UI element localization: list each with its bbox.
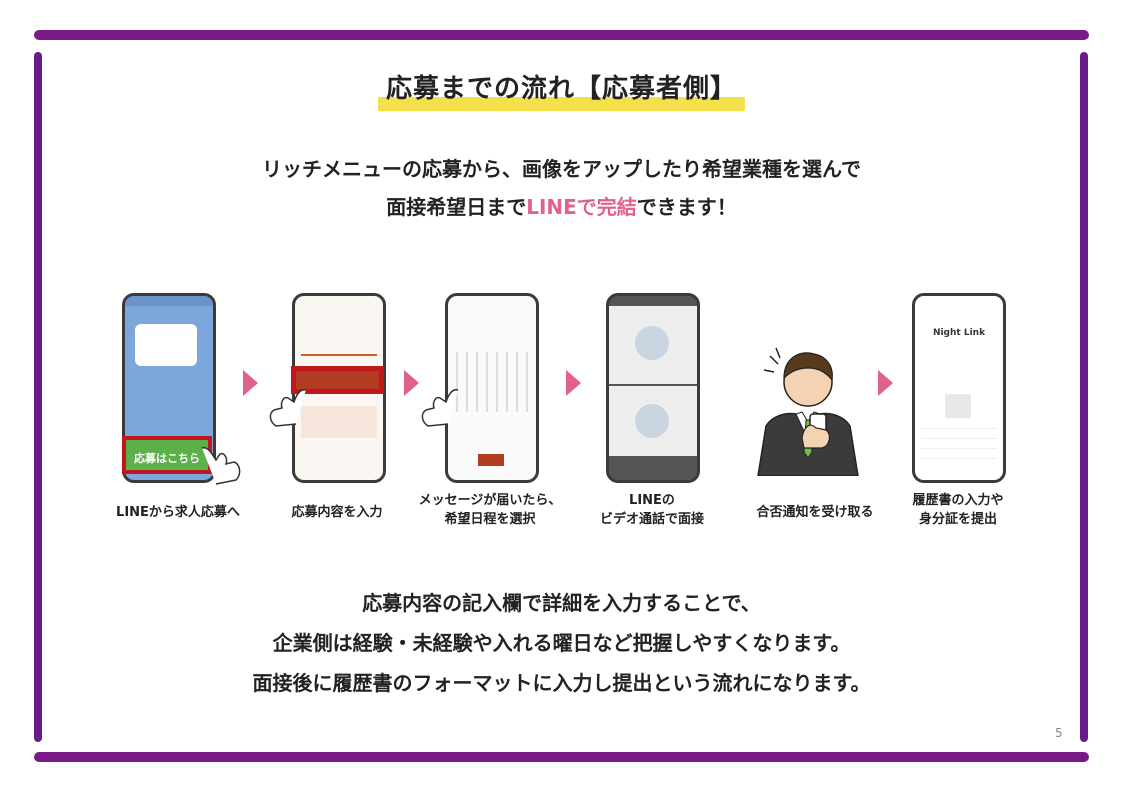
step4-avatar-1 <box>635 326 669 360</box>
lead-text: リッチメニューの応募から、画像をアップしたり希望業種を選んで 面接希望日までLI… <box>0 150 1123 226</box>
step2-divider <box>301 354 377 356</box>
step1-chat-bubble <box>135 324 197 366</box>
arrow-icon-2 <box>404 370 419 396</box>
lead-line-2-pre: 面接希望日まで <box>386 195 526 219</box>
step3-caption: メッセージが届いたら、 希望日程を選択 <box>410 491 570 529</box>
step6-form-fields <box>921 428 997 468</box>
bottom-line-1: 応募内容の記入欄で詳細を入力することで、 <box>0 583 1123 623</box>
step1-status-bar <box>125 296 213 306</box>
step6-caption-line2: 身分証を提出 <box>878 510 1038 529</box>
step4-avatar-2 <box>635 404 669 438</box>
lead-line-1: リッチメニューの応募から、画像をアップしたり希望業種を選んで <box>0 150 1123 188</box>
bottom-text: 応募内容の記入欄で詳細を入力することで、 企業側は経験・未経験や入れる曜日など把… <box>0 583 1123 703</box>
step1-hand-icon <box>196 440 246 486</box>
step4-call-bottom <box>609 386 697 456</box>
bottom-line-3: 面接後に履歴書のフォーマットに入力し提出という流れになります。 <box>0 663 1123 703</box>
step6-brand-logo: Night Link <box>921 328 997 338</box>
step6-phone: Night Link <box>912 293 1006 483</box>
step3-caption-line2: 希望日程を選択 <box>410 510 570 529</box>
step5-caption: 合否通知を受け取る <box>735 503 895 522</box>
page-title: 応募までの流れ【応募者側】 <box>378 68 745 105</box>
step4-caption: LINEの ビデオ通話で面接 <box>572 491 732 529</box>
step1-caption: LINEから求人応募へ <box>98 503 258 522</box>
arrow-icon-1 <box>243 370 258 396</box>
lead-line-2: 面接希望日までLINEで完結できます！ <box>0 188 1123 226</box>
step5-person-illustration <box>752 342 864 476</box>
frame-bottom-bar <box>34 752 1089 762</box>
step3-calendar <box>456 352 528 412</box>
step6-caption-line1: 履歴書の入力や <box>878 491 1038 510</box>
step4-caption-line2: ビデオ通話で面接 <box>572 510 732 529</box>
title-area: 応募までの流れ【応募者側】 <box>0 68 1123 105</box>
step3-select-button <box>478 454 504 466</box>
step1-apply-button-label: 応募はこちら <box>134 452 200 465</box>
page-title-text: 応募までの流れ【応募者側】 <box>386 74 737 104</box>
step6-photo <box>945 394 971 418</box>
step4-caption-line1: LINEの <box>572 491 732 510</box>
page-number: 5 <box>1055 726 1063 740</box>
step3-hand-icon <box>418 384 466 428</box>
step4-call-top <box>609 306 697 384</box>
arrow-icon-4 <box>878 370 893 396</box>
arrow-icon-3 <box>566 370 581 396</box>
step2-hand-icon <box>266 384 314 428</box>
step3-caption-line1: メッセージが届いたら、 <box>410 491 570 510</box>
step6-caption: 履歴書の入力や 身分証を提出 <box>878 491 1038 529</box>
step4-phone <box>606 293 700 483</box>
step2-caption: 応募内容を入力 <box>257 503 417 522</box>
lead-line-2-highlight: LINEで完結 <box>526 195 637 219</box>
frame-top-bar <box>34 30 1089 40</box>
bottom-line-2: 企業側は経験・未経験や入れる曜日など把握しやすくなります。 <box>0 623 1123 663</box>
lead-line-2-post: できます！ <box>637 195 737 219</box>
